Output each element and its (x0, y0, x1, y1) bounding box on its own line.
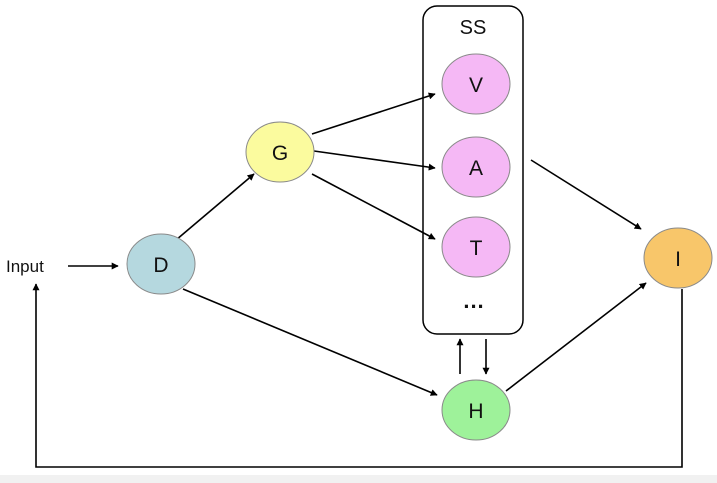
edge-i-input-feedback (32, 283, 683, 468)
node-d: D (126, 233, 196, 295)
node-i-label: I (675, 248, 681, 271)
node-a-label: A (469, 157, 483, 180)
node-v-shape (441, 53, 511, 115)
edge-g-v (311, 92, 436, 135)
node-h-label: H (468, 400, 483, 423)
ss-ellipsis: ... (463, 288, 484, 313)
node-g-shape (245, 121, 315, 183)
node-h: H (441, 379, 511, 441)
node-a: A (441, 136, 511, 198)
node-i: I (643, 227, 713, 289)
node-g: G (245, 121, 315, 183)
node-t-label: T (470, 237, 483, 260)
edge-h-i (505, 282, 647, 392)
ss-label: SS (460, 17, 487, 39)
edge-g-a (313, 150, 436, 171)
node-d-label: D (153, 254, 168, 277)
node-t: T (441, 216, 511, 278)
edge-d-g (175, 173, 255, 241)
node-a-shape (441, 136, 511, 198)
node-v-label: V (469, 74, 483, 97)
edges (32, 92, 683, 468)
node-h-shape (441, 379, 511, 441)
edge-ss-i (530, 159, 642, 230)
edge-g-t (311, 173, 436, 240)
input-label: Input (6, 257, 44, 276)
node-v: V (441, 53, 511, 115)
node-t-shape (441, 216, 511, 278)
edge-d-h (182, 288, 438, 396)
node-g-label: G (272, 142, 288, 165)
node-i-shape (643, 227, 713, 289)
node-d-shape (126, 233, 196, 295)
